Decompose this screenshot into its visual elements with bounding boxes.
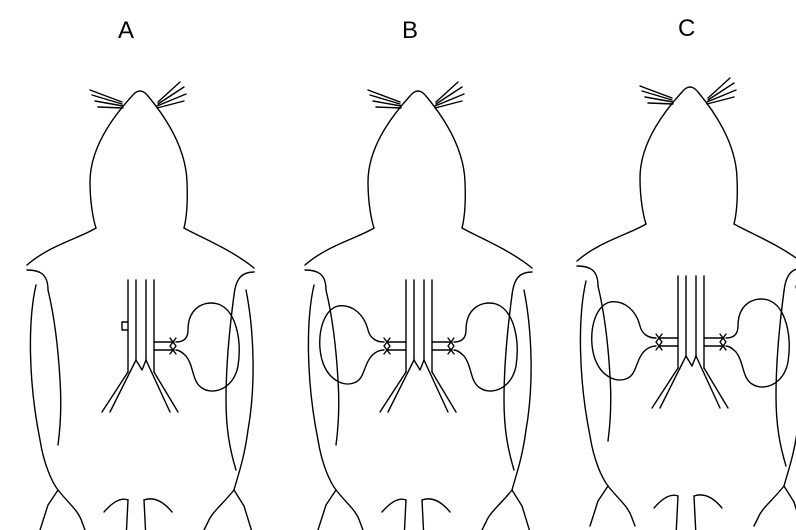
rat-b-drawing <box>305 82 532 530</box>
panel-a-label: A <box>118 17 134 44</box>
panel-c: C <box>577 15 796 530</box>
panel-b: B <box>305 17 532 530</box>
panel-a: A <box>27 17 254 530</box>
panel-c-label: C <box>678 15 695 42</box>
rat-c-drawing <box>577 78 796 530</box>
rat-a-drawing <box>27 82 254 530</box>
panel-b-label: B <box>402 17 418 44</box>
